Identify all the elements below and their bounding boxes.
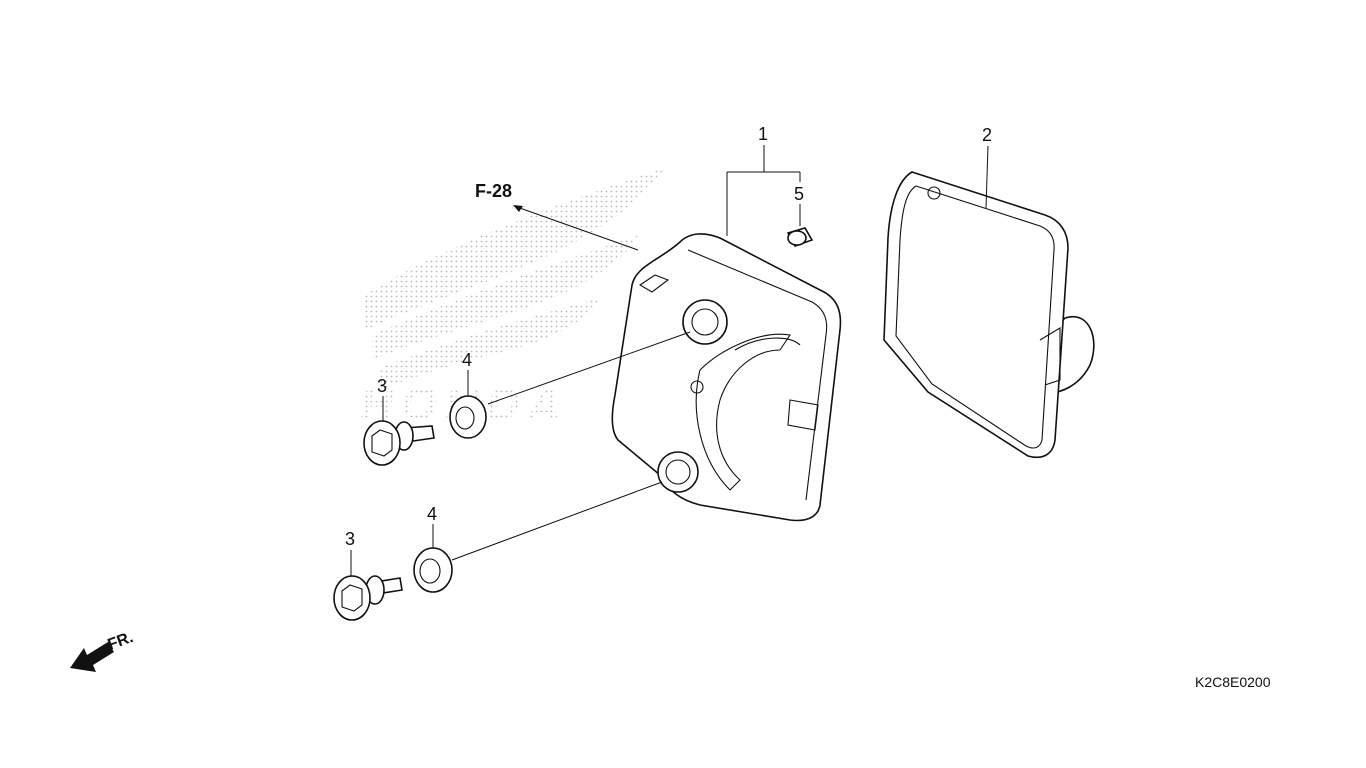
flange-bolt-lower[interactable] <box>333 575 403 621</box>
callout-part-1: 1 <box>758 124 768 144</box>
cylinder-head-cover[interactable] <box>611 233 842 522</box>
diagram-code: K2C8E0200 <box>1195 674 1271 690</box>
reference-label[interactable]: F-28 <box>475 181 512 201</box>
callout-part-3-upper: 3 <box>377 376 387 396</box>
sealing-washer-lower[interactable] <box>413 547 453 593</box>
callout-part-5: 5 <box>794 184 804 204</box>
callout-part-3-lower: 3 <box>345 529 355 549</box>
dowel-pin[interactable] <box>786 227 814 247</box>
leader-lines <box>350 145 989 576</box>
callout-part-4-upper: 4 <box>462 350 472 370</box>
callout-part-2: 2 <box>982 125 992 145</box>
callout-part-4-lower: 4 <box>427 504 437 524</box>
head-cover-gasket[interactable] <box>883 171 1095 459</box>
honda-wing-watermark: HONDA <box>360 168 665 430</box>
front-direction-arrow-icon <box>70 642 114 672</box>
front-direction-label: FR. <box>106 629 136 654</box>
flange-bolt-upper[interactable] <box>363 420 435 466</box>
sealing-washer-upper[interactable] <box>449 395 487 439</box>
